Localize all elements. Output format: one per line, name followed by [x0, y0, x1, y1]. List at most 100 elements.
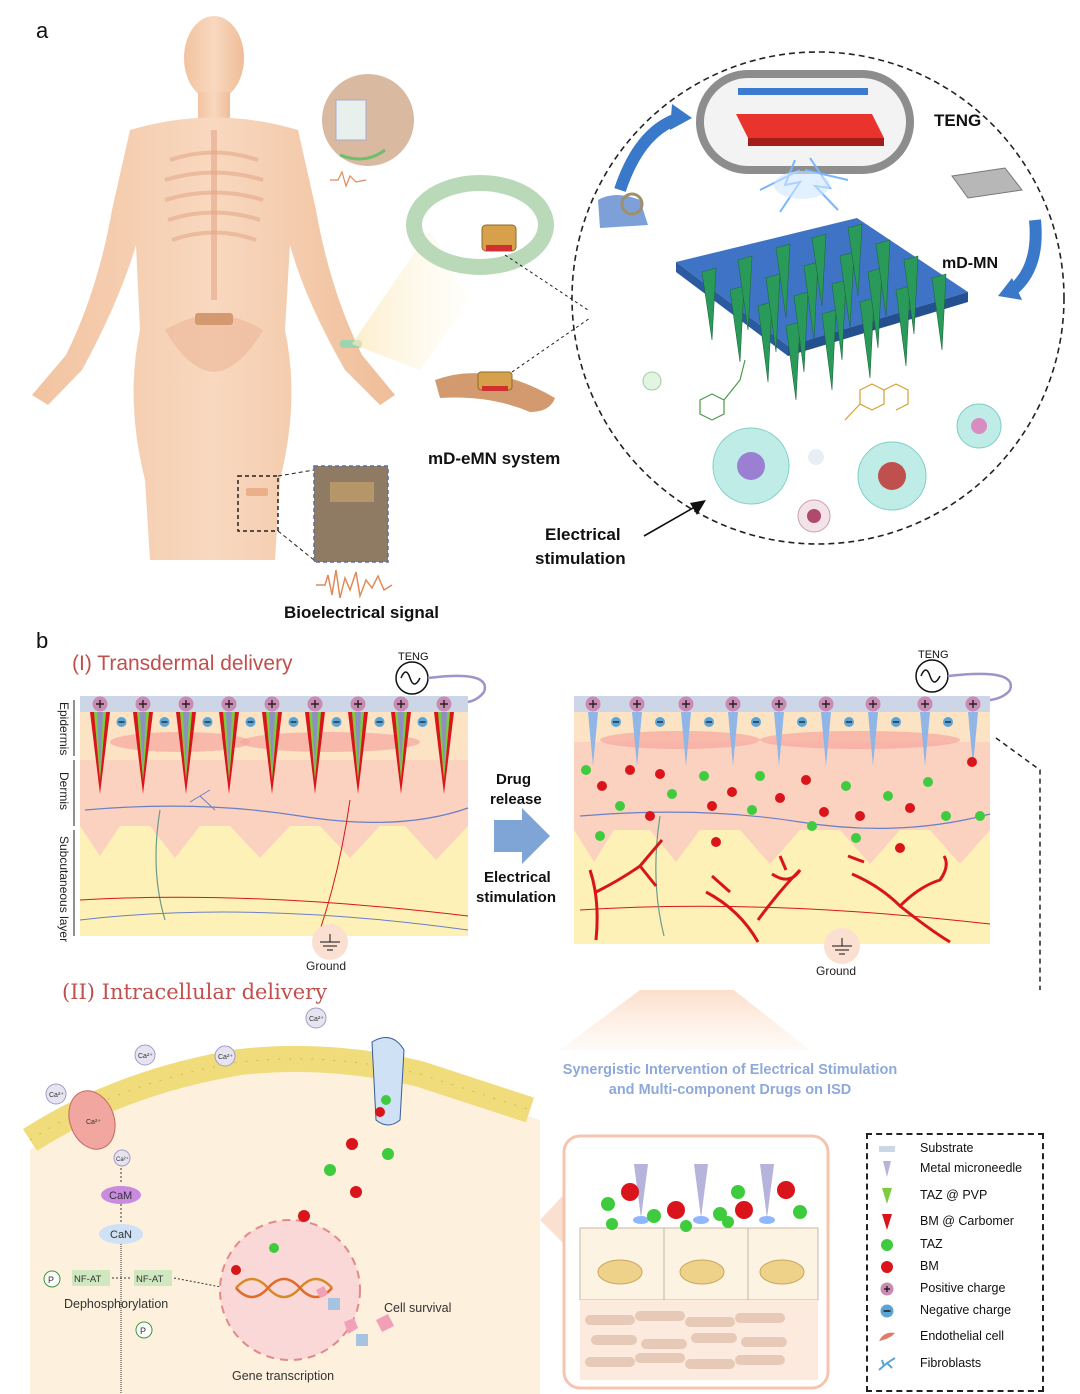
bm-particle — [855, 811, 865, 821]
teng-left-label: TENG — [398, 651, 429, 663]
dephos-label: Dephosphorylation — [64, 1297, 168, 1311]
drug-particles — [581, 757, 985, 853]
panel-a-illustration: TENG mD-MN mD-eMN system Bioelectrical s… — [32, 16, 1065, 622]
mdemn-patch — [435, 373, 555, 412]
taz-particle — [883, 791, 893, 801]
microneedle — [821, 712, 831, 766]
taz-particle — [841, 781, 851, 791]
gene-transcription-label: Gene transcription — [232, 1369, 334, 1383]
taz-particle — [581, 765, 591, 775]
bm-particle — [895, 843, 905, 853]
substrate-icon — [879, 1146, 895, 1152]
taz-particle — [923, 777, 933, 787]
taz-particle — [595, 831, 605, 841]
panel-b-skin-diagrams: (I) Transdermal delivery Epidermis Dermi… — [57, 649, 1041, 990]
layer-subcutaneous: Subcutaneous layer — [57, 836, 71, 942]
elec-stim-label-1: Electrical — [545, 525, 621, 544]
bm-particle — [775, 793, 785, 803]
zoom-circle — [571, 51, 1065, 545]
microneedle — [868, 712, 878, 766]
phosphate-label-2: P — [140, 1326, 146, 1336]
process-arrow — [494, 808, 550, 864]
panel-a-letter: a — [36, 18, 49, 43]
bm-particle — [707, 801, 717, 811]
taz-particle — [747, 805, 757, 815]
cam-node — [101, 1186, 141, 1204]
needles-right — [588, 712, 978, 766]
taz-particle — [851, 833, 861, 843]
nfat-node-1 — [72, 1270, 110, 1286]
bm-particle — [645, 811, 655, 821]
legend-label: Endothelial cell — [920, 1329, 1005, 1343]
bio-signal-label: Bioelectrical signal — [284, 603, 439, 622]
ca-ions: Ca²⁺ Ca²⁺ Ca²⁺ Ca²⁺ Ca²⁺ — [45, 1007, 327, 1167]
taz-particle — [975, 811, 985, 821]
ca-ion-label: Ca²⁺ — [138, 1053, 153, 1060]
teng-label: TENG — [934, 111, 981, 130]
ca-ion-label: Ca²⁺ — [49, 1092, 64, 1099]
legend-item-substrate: Substrate — [868, 1139, 1042, 1159]
tissue-drugs — [601, 1181, 807, 1232]
taz-particle — [667, 789, 677, 799]
legend-label: TAZ @ PVP — [920, 1188, 988, 1202]
layer-dermis: Dermis — [57, 772, 71, 810]
taz-particle — [941, 811, 951, 821]
ion-channel-right — [371, 1037, 405, 1126]
legend-item-taz: TAZ — [868, 1235, 1042, 1255]
minus-charge-icon — [880, 1304, 894, 1318]
bm-particle — [819, 807, 829, 817]
microneedle — [632, 712, 642, 766]
bm-particle — [711, 837, 721, 847]
needles-left — [90, 712, 454, 794]
endothelial-cell-icon — [879, 1332, 895, 1341]
nucleus — [219, 1219, 361, 1361]
fibroblast-icon — [878, 1357, 896, 1371]
cell-survival-label: Cell survival — [384, 1301, 451, 1315]
panel-b-letter: b — [36, 628, 49, 653]
cam-label: CaM — [109, 1190, 132, 1202]
bm-particle — [655, 769, 665, 779]
legend-item-positive: Positive charge — [868, 1279, 1042, 1299]
intracellular-diagram: Ca²⁺ Ca²⁺ Ca²⁺ Ca²⁺ Ca²⁺ Ca²⁺ CaM CaN P … — [22, 990, 830, 1394]
legend-item-metal-needle: Metal microneedle — [868, 1159, 1042, 1179]
nfat-label-1: NF-AT — [74, 1274, 101, 1285]
legend-item-endothelial: Endothelial cell — [868, 1327, 1042, 1347]
taz-particle — [807, 821, 817, 831]
elec-stim-label-2: stimulation — [535, 549, 626, 568]
system-label: mD-eMN system — [428, 449, 560, 468]
plus-charge-icon — [880, 1282, 894, 1296]
metal-needle-icon — [883, 1161, 891, 1177]
teng-left-icon — [395, 661, 429, 695]
microneedle-array — [701, 223, 947, 401]
red-needle-icon — [882, 1214, 892, 1230]
red-dot-icon — [881, 1261, 893, 1273]
bm-particle — [625, 765, 635, 775]
ground-right-label: Ground — [816, 964, 856, 978]
ca-ion-label: Ca²⁺ — [309, 1016, 324, 1023]
legend-item-bm: BM — [868, 1257, 1042, 1277]
leg-zoom-box — [237, 475, 279, 532]
legend-item-taz-pvp: TAZ @ PVP — [868, 1186, 1042, 1206]
bm-particle — [727, 787, 737, 797]
microneedle — [920, 712, 930, 766]
bm-particle — [967, 757, 977, 767]
taz-particle — [615, 801, 625, 811]
bm-particle — [597, 781, 607, 791]
bioelectrical-waveform — [316, 569, 393, 599]
human-body — [32, 16, 395, 560]
green-needle-icon — [882, 1188, 892, 1204]
channel-ca-label: Ca²⁺ — [86, 1119, 101, 1126]
mdemn-bracelet — [406, 175, 554, 275]
legend-label: TAZ — [920, 1237, 943, 1251]
legend-label: BM — [920, 1259, 939, 1273]
microneedle — [588, 712, 598, 766]
charges-right — [585, 696, 981, 727]
taz-particle — [755, 771, 765, 781]
calcium-channel: Ca²⁺ — [68, 1090, 116, 1150]
drug-release-1: Drug — [496, 771, 531, 788]
bm-particle — [905, 803, 915, 813]
legend-label: Substrate — [920, 1141, 974, 1155]
legend-label: Positive charge — [920, 1281, 1006, 1295]
tissue-cells — [579, 1227, 819, 1380]
section1-title: (I) Transdermal delivery — [72, 652, 293, 675]
